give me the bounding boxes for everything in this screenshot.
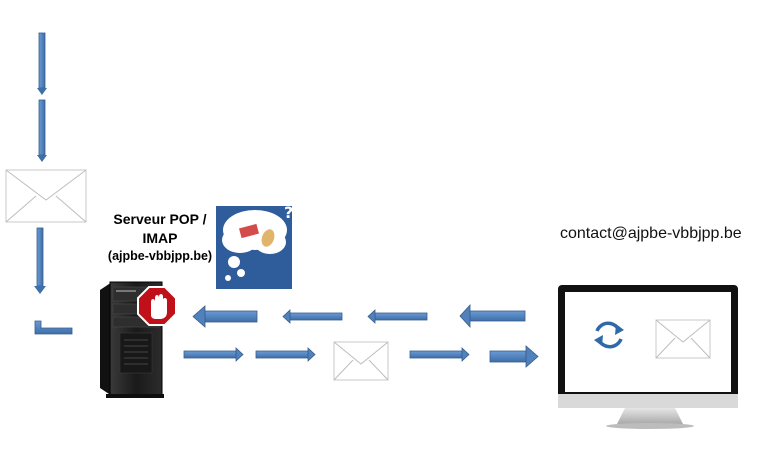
send-arrow-3 [409,347,470,362]
monitor-icon [558,285,738,429]
server-title-line2: IMAP [142,230,178,246]
return-arrow-3 [282,309,343,324]
return-arrow-2 [367,309,428,324]
incoming-arrow-mid [37,99,47,162]
client-email-address: contact@ajpbe-vbbjpp.be [560,225,742,242]
envelope-icon-transit [333,341,389,381]
server-label: Serveur POP / IMAP (ajpbe-vbbjpp.be) [95,210,225,265]
incoming-arrow-top [37,32,47,95]
envelope-icon-incoming [5,169,87,223]
send-arrow-4 [489,345,539,368]
svg-text:?: ? [284,203,293,222]
return-arrow-1 [459,303,526,329]
sync-icon [594,321,624,349]
stop-sign-icon [137,286,177,326]
envelope-icon-inbox [655,319,711,359]
server-domain: (ajpbe-vbbjpp.be) [107,249,213,263]
send-arrow-2 [255,347,316,362]
incoming-arrow-elbow [34,320,73,335]
incoming-arrow-down [34,227,46,294]
server-title-line1: Serveur POP / [113,211,207,227]
send-arrow-1 [183,347,244,362]
thought-bubble-icon: ? [216,203,293,289]
return-arrow-4 [192,305,258,328]
